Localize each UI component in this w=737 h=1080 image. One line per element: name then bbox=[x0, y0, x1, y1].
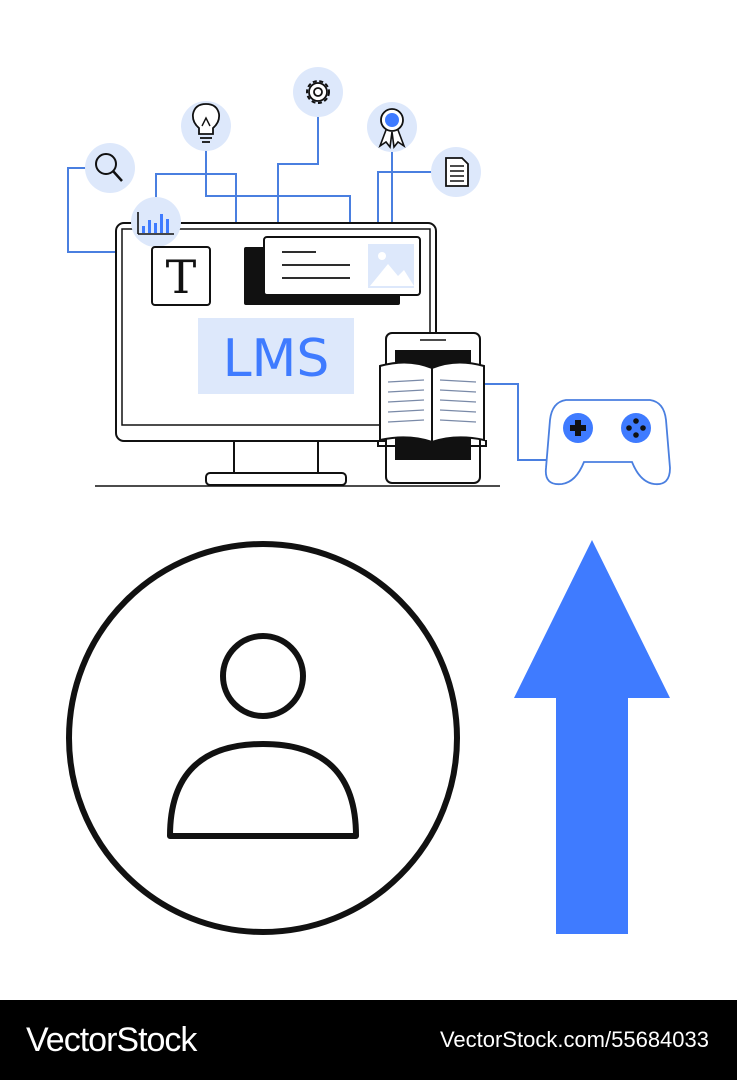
watermark-image-id: VectorStock.com/55684033 bbox=[439, 1027, 709, 1052]
document-icon bbox=[431, 147, 481, 197]
game-controller-icon bbox=[544, 399, 671, 486]
open-book-icon bbox=[377, 361, 487, 447]
lightbulb-icon bbox=[181, 101, 231, 151]
gear-icon bbox=[293, 67, 343, 117]
text-tile-letter: T bbox=[166, 250, 197, 304]
watermark-bar: VectorStock VectorStock.com/55684033 bbox=[0, 1000, 737, 1080]
lms-label-text: LMS bbox=[223, 329, 330, 389]
text-tile: T bbox=[151, 246, 211, 306]
connector-lines bbox=[67, 116, 548, 461]
up-arrow-icon bbox=[514, 540, 670, 934]
image-icon bbox=[368, 244, 414, 288]
lms-label: LMS bbox=[198, 318, 354, 394]
watermark-brand: VectorStock bbox=[26, 1020, 197, 1059]
award-ribbon-icon bbox=[367, 102, 417, 152]
bar-chart-icon bbox=[131, 197, 181, 247]
user-icon bbox=[66, 541, 460, 935]
lms-illustration: T LMS bbox=[66, 67, 671, 935]
search-icon bbox=[85, 143, 135, 193]
